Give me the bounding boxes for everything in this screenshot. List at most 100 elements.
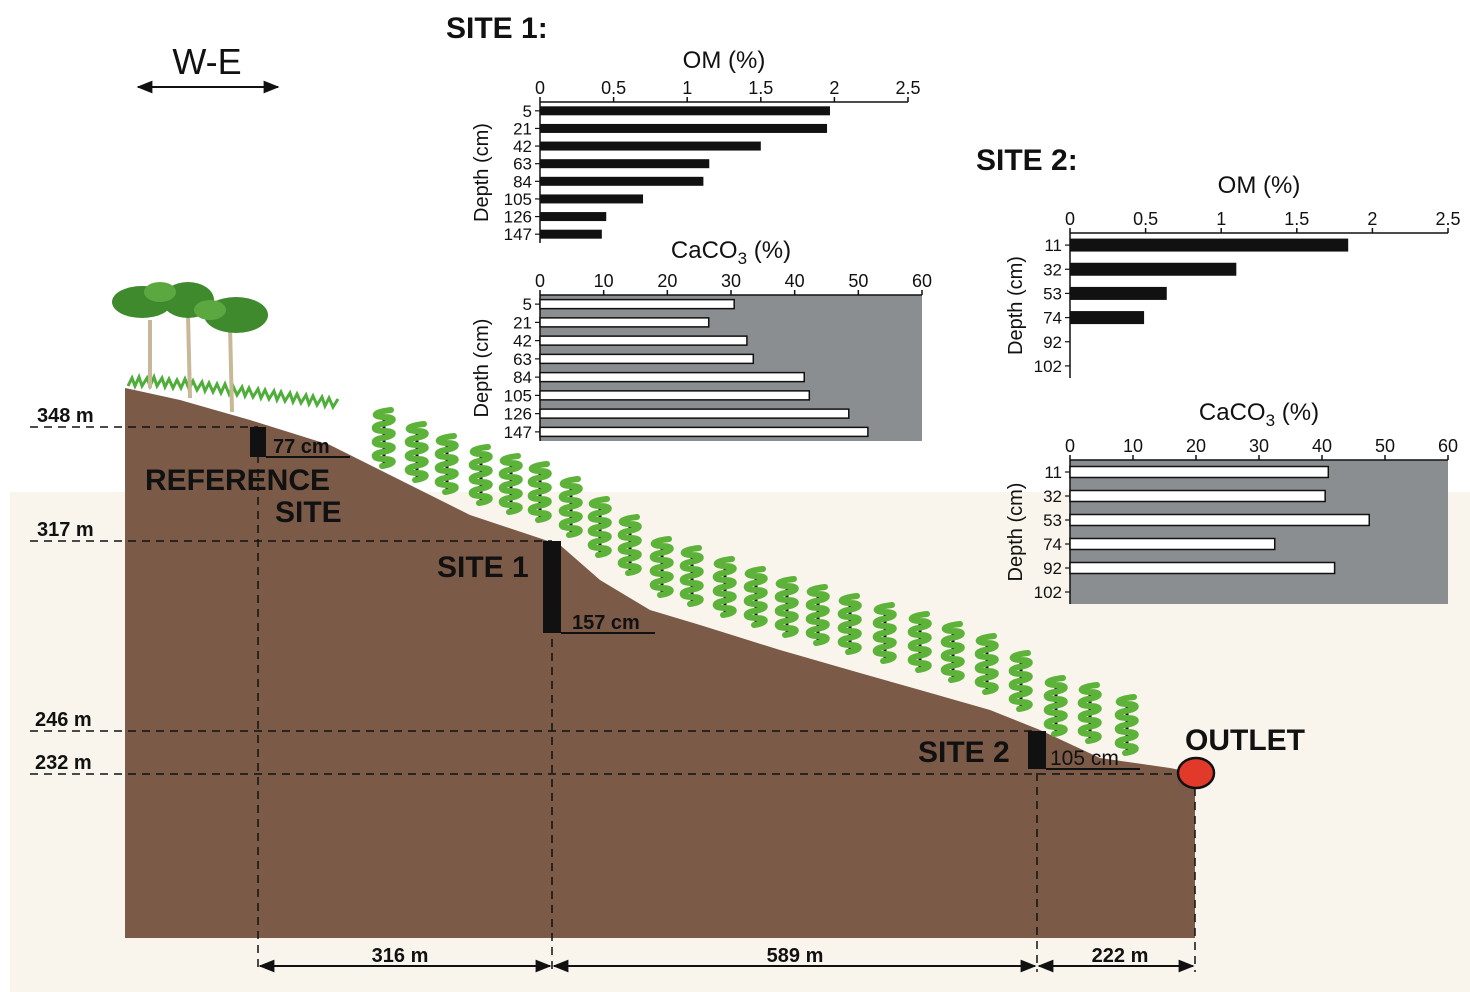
elevation-317: 317 m (37, 519, 94, 541)
chart-category-label: 102 (1034, 583, 1062, 602)
chart-tick-label: 2.5 (1435, 209, 1460, 229)
chart-tick-label: 2 (829, 78, 839, 98)
distance-1: 316 m (372, 945, 429, 967)
site1-core (543, 541, 561, 633)
chart-bar (1070, 238, 1349, 252)
chart-category-label: 74 (1043, 309, 1062, 328)
chart-tick-label: 60 (912, 271, 932, 291)
chart-bar (539, 426, 869, 438)
chart-tick-label: 10 (594, 271, 614, 291)
chart-bar (540, 141, 761, 151)
chart-tick-label: 40 (1312, 436, 1332, 456)
chart-y-label: Depth (cm) (471, 319, 493, 418)
chart-category-label: 105 (504, 190, 532, 209)
chart-tick-label: 1.5 (748, 78, 773, 98)
chart-bar (540, 194, 644, 204)
chart-bar (539, 317, 710, 328)
site2-chart-heading: SITE 2: (976, 144, 1078, 177)
chart-axis-title: CaCO3 (%) (671, 237, 791, 268)
chart-category-label: 105 (504, 386, 532, 405)
chart-bar (539, 353, 755, 365)
chart-tick-label: 0 (1065, 436, 1075, 456)
vine (649, 536, 674, 598)
vine (527, 461, 552, 523)
distance-2: 589 m (767, 945, 824, 967)
chart-tick-label: 20 (1186, 436, 1206, 456)
vine (743, 566, 768, 628)
vine (498, 453, 523, 515)
chart-category-label: 147 (504, 225, 532, 244)
chart-bar (540, 123, 828, 133)
vine (774, 576, 799, 638)
chart-category-label: 63 (513, 155, 532, 174)
vine (1043, 675, 1068, 737)
chart-category-label: 102 (1034, 357, 1062, 376)
reference-core (250, 427, 266, 457)
chart-category-label: 42 (513, 332, 532, 351)
chart-bar (539, 408, 850, 419)
vine (1008, 650, 1033, 712)
distance-3: 222 m (1092, 945, 1149, 967)
chart-category-label: 11 (1044, 236, 1062, 255)
site1-chart-heading: SITE 1: (446, 12, 548, 45)
vine (679, 545, 704, 607)
chart-category-label: 21 (513, 313, 532, 332)
chart-bar (1070, 286, 1167, 300)
chart-bar (1069, 465, 1330, 479)
elevation-246: 246 m (35, 709, 92, 731)
vines (371, 407, 1139, 756)
chart-category-label: 126 (504, 208, 532, 227)
chart-category-label: 147 (504, 423, 532, 442)
chart-bar (540, 229, 602, 239)
vine (404, 421, 429, 483)
vine (907, 611, 932, 673)
elevation-232: 232 m (35, 752, 92, 774)
vine (371, 407, 396, 469)
chart-category-label: 53 (1043, 284, 1062, 303)
outlet-marker (1176, 756, 1216, 790)
chart-panel (540, 295, 922, 441)
chart-axis-title: CaCO3 (%) (1199, 399, 1319, 430)
chart-category-label: 92 (1043, 559, 1062, 578)
chart-category-label: 92 (1043, 333, 1062, 352)
chart-tick-label: 0.5 (1133, 209, 1158, 229)
chart-category-label: 5 (523, 102, 532, 121)
outlet-label: OUTLET (1185, 724, 1305, 757)
chart-bar (540, 176, 704, 186)
chart-category-label: 32 (1043, 487, 1062, 506)
chart-category-label: 74 (1043, 535, 1062, 554)
site1-depth: 157 cm (572, 612, 640, 634)
vine (805, 584, 830, 646)
chart-tick-label: 1 (682, 78, 692, 98)
chart-bar (1070, 311, 1145, 325)
site2-depth: 105 cm (1050, 747, 1119, 770)
chart-category-label: 53 (1043, 511, 1062, 530)
site1-label: SITE 1 (437, 551, 529, 584)
chart-category-label: 32 (1043, 260, 1062, 279)
chart-axis-title: OM (%) (1218, 172, 1301, 199)
vine (617, 514, 642, 576)
chart-tick-label: 1.5 (1284, 209, 1309, 229)
chart-tick-label: 1 (1216, 209, 1226, 229)
chart-tick-label: 0 (535, 78, 545, 98)
chart-category-label: 42 (513, 137, 532, 156)
chart-y-label: Depth (cm) (471, 123, 493, 222)
chart-tick-label: 2 (1367, 209, 1377, 229)
chart-tick-label: 60 (1438, 436, 1458, 456)
chart-bar (1069, 561, 1336, 575)
reference-site-label-2: SITE (275, 496, 342, 529)
chart-y-label: Depth (cm) (1005, 483, 1027, 582)
chart-tick-label: 0.5 (601, 78, 626, 98)
chart-bar (1069, 537, 1276, 551)
chart-axis-title: OM (%) (683, 47, 766, 74)
vine (974, 633, 999, 695)
trees (112, 282, 268, 413)
chart-tick-label: 10 (1123, 436, 1143, 456)
vine (837, 593, 862, 655)
chart-category-label: 63 (513, 350, 532, 369)
chart-bar (540, 159, 710, 169)
